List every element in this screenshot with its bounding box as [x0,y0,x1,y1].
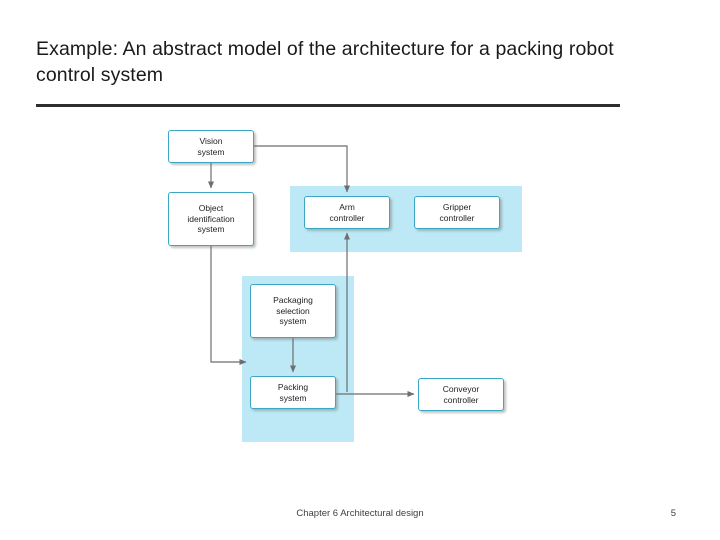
box-packing-system: Packing system [250,376,336,409]
box-object-identification-system: Object identification system [168,192,254,246]
box-packaging-selection-system: Packaging selection system [250,284,336,338]
slide-footer: Chapter 6 Architectural design [296,508,424,519]
diagram-arrows [207,145,415,398]
box-gripper-controller: Gripper controller [414,196,500,229]
box-vision-system: Vision system [168,130,254,163]
box-arm-controller: Arm controller [304,196,390,229]
page-title: Example: An abstract model of the archit… [36,38,614,86]
box-packing-system-label: Packing system [277,382,309,403]
box-vision-system-label: Vision system [197,136,225,157]
box-packaging-selection-system-label: Packaging selection system [273,295,313,327]
title-divider [36,104,620,107]
architecture-diagram: Vision system Object identification syst… [150,118,570,448]
box-conveyor-controller: Conveyor controller [418,378,504,411]
box-object-identification-system-label: Object identification system [187,203,235,235]
slide-page-number: 5 [670,508,676,519]
box-conveyor-controller-label: Conveyor controller [442,384,480,405]
box-gripper-controller-label: Gripper controller [439,202,475,223]
box-arm-controller-label: Arm controller [329,202,365,223]
